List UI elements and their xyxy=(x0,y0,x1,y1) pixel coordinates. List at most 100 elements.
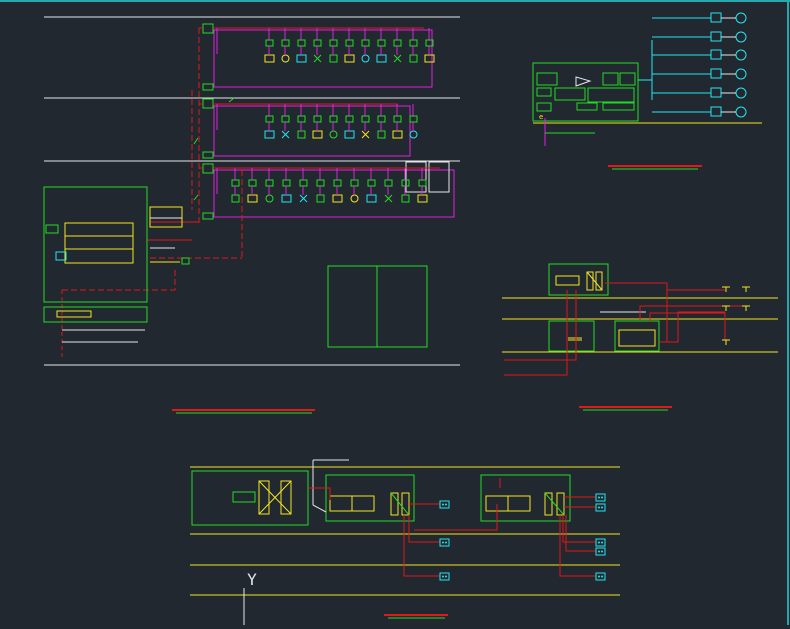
rack-device xyxy=(409,104,418,139)
device-symbol xyxy=(376,54,387,63)
rack-device xyxy=(409,28,418,63)
rack-device xyxy=(281,104,290,139)
outlet-symbol xyxy=(595,493,606,502)
rack-device xyxy=(264,104,275,139)
rack-device xyxy=(265,168,274,203)
outlet-symbol xyxy=(595,538,606,547)
rack-row-2-devices xyxy=(216,104,418,139)
rack-device xyxy=(281,168,292,203)
device-symbol xyxy=(297,130,306,139)
device-symbol xyxy=(264,130,275,139)
rack-device xyxy=(247,168,258,203)
rack-row-3-devices xyxy=(216,168,428,203)
device-symbol xyxy=(344,130,355,139)
device-symbol xyxy=(312,130,323,139)
rack-device xyxy=(312,104,323,139)
corridor-bottom-outlets xyxy=(439,493,606,581)
device-symbol xyxy=(392,130,403,139)
rack-device xyxy=(344,104,355,139)
rack-device xyxy=(296,28,307,63)
rack-row-1 xyxy=(202,23,435,91)
rack-device xyxy=(281,28,290,63)
rack-device xyxy=(361,28,370,63)
device-symbol xyxy=(265,194,274,203)
device-symbol xyxy=(247,194,258,203)
outlet-symbol xyxy=(595,572,606,581)
device-symbol xyxy=(409,130,418,139)
riser-wiring-left xyxy=(61,27,243,360)
terminal-symbol xyxy=(722,305,730,311)
terminal-symbol xyxy=(722,286,730,292)
console-unit: e xyxy=(532,62,762,146)
device-symbol xyxy=(401,194,410,203)
rack-device xyxy=(313,28,322,63)
empty-cabinet xyxy=(327,265,428,348)
speaker-symbol xyxy=(652,49,747,61)
speaker-symbol xyxy=(652,68,747,80)
floor-lines-left xyxy=(44,16,460,366)
corridor-right xyxy=(502,263,778,376)
rack-device xyxy=(329,104,338,139)
corridor-right-outlets xyxy=(722,286,750,345)
rack-device xyxy=(392,104,403,139)
device-symbol xyxy=(366,194,377,203)
device-symbol xyxy=(350,194,359,203)
outlet-symbol xyxy=(595,503,606,512)
device-symbol xyxy=(296,54,307,63)
terminal-symbol xyxy=(742,286,750,292)
speaker-symbol xyxy=(652,31,747,43)
rack-device xyxy=(366,168,377,203)
rack-device xyxy=(329,28,338,63)
rack-device xyxy=(401,168,410,203)
terminal-symbol xyxy=(742,305,750,311)
speaker-symbol xyxy=(652,12,747,24)
device-symbol xyxy=(384,194,393,203)
terminal-symbol xyxy=(722,339,730,345)
rack-device xyxy=(231,168,240,203)
rack-device xyxy=(344,28,355,63)
riser-green-ticks xyxy=(193,97,235,201)
outlet-symbol xyxy=(439,572,450,581)
rack-device xyxy=(376,28,387,63)
device-symbol xyxy=(332,194,343,203)
rack-device xyxy=(332,168,343,203)
rack-device xyxy=(297,104,306,139)
antenna-symbol: Y xyxy=(247,570,257,589)
device-symbol xyxy=(316,194,325,203)
rack-device xyxy=(350,168,359,203)
corridor-bottom: Y xyxy=(190,459,620,625)
device-symbol xyxy=(377,130,386,139)
device-symbol xyxy=(231,194,240,203)
device-symbol xyxy=(417,194,428,203)
rack-device xyxy=(361,104,370,139)
rack-device xyxy=(417,168,428,203)
speaker-symbol xyxy=(652,87,747,99)
svg-text:e: e xyxy=(539,113,543,121)
device-symbol xyxy=(281,54,290,63)
device-symbol xyxy=(329,130,338,139)
rack-device xyxy=(424,28,435,63)
device-symbol xyxy=(264,54,275,63)
device-symbol xyxy=(361,130,370,139)
outlet-symbol xyxy=(595,547,606,556)
title-underline-bottom xyxy=(384,614,448,619)
device-symbol xyxy=(424,54,435,63)
rack-row-2 xyxy=(202,98,418,159)
title-underline-corridor xyxy=(579,406,672,411)
device-symbol xyxy=(344,54,355,63)
title-underline-left xyxy=(172,409,315,414)
device-symbol xyxy=(361,54,370,63)
speaker-symbol xyxy=(652,106,747,118)
device-symbol xyxy=(329,54,338,63)
rack-device xyxy=(384,168,393,203)
rack-device xyxy=(299,168,308,203)
rack-device xyxy=(377,104,386,139)
outlet-symbol xyxy=(439,500,450,509)
device-symbol xyxy=(313,54,322,63)
rack-row-1-devices xyxy=(216,28,435,63)
outlet-symbol xyxy=(439,538,450,547)
title-underline-console xyxy=(608,165,702,170)
device-symbol xyxy=(393,54,402,63)
